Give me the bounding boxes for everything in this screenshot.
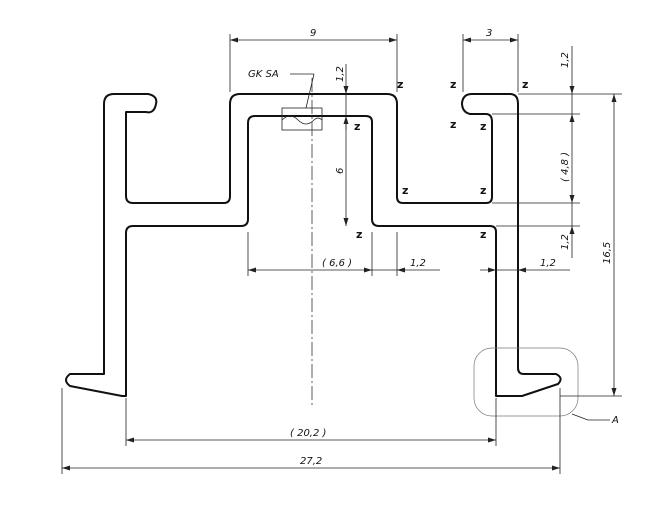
dim-overall-height: 16,5	[560, 93, 622, 397]
weld-seam	[281, 115, 323, 125]
dim-inner-span-label: ( 20,2 )	[290, 428, 326, 439]
z-marker: z	[397, 78, 403, 91]
dim-overall-width-label: 27,2	[300, 456, 322, 467]
dim-overall-width: 27,2	[61, 388, 561, 474]
z-marker: z	[354, 120, 360, 133]
dim-slot-width-label: ( 6,6 )	[322, 258, 352, 269]
detail-a-label: A	[611, 415, 619, 426]
dim-left-wall-label: 1,2	[410, 258, 426, 269]
dim-right-top-wall-label: 1,2	[560, 52, 571, 68]
weld-note: GK SA	[248, 69, 279, 80]
dim-overall-height-label: 16,5	[602, 242, 613, 264]
dim-top-right-width-label: 3	[486, 28, 492, 39]
dim-top-wall-label: 1,2	[335, 66, 346, 82]
weld-box	[281, 107, 323, 131]
dim-inner-height-label: 6	[335, 168, 346, 174]
dim-right-wall-label: 1,2	[540, 258, 556, 269]
detail-a-box	[473, 347, 579, 417]
z-marker: z	[480, 184, 486, 197]
z-marker: z	[450, 78, 456, 91]
dim-slot-bottom-wall-label: 1,2	[560, 234, 571, 250]
dim-top-width-label: 9	[310, 28, 316, 39]
dim-right-wall: 1,2	[480, 258, 570, 273]
z-marker: z	[522, 78, 528, 91]
detail-a: A	[473, 347, 619, 426]
dim-inner-height: 6	[335, 116, 349, 226]
dim-slot-height-label: ( 4,8 )	[560, 152, 571, 182]
z-marker: z	[450, 118, 456, 131]
dim-slot-width: ( 6,6 ) 1,2	[247, 232, 440, 276]
dim-right-stack: 1,2 ( 4,8 ) 1,2	[492, 46, 580, 258]
z-marker: z	[480, 120, 486, 133]
detail-a-leader	[571, 413, 589, 421]
z-marker: z	[480, 228, 486, 241]
dim-inner-span: ( 20,2 )	[125, 398, 497, 446]
dim-top-width: 9	[229, 28, 398, 92]
z-marker: z	[356, 228, 362, 241]
dim-top-right-width: 3	[462, 28, 519, 92]
dim-top-wall: 1,2	[335, 64, 349, 130]
weld-detail: GK SA	[248, 69, 323, 131]
z-marker: z	[402, 184, 408, 197]
profile-outline	[65, 93, 562, 397]
weld-leader-drop	[305, 73, 315, 109]
z-markers: z z z z z z z z z z	[354, 78, 528, 241]
profile-outer-contour	[65, 93, 562, 397]
